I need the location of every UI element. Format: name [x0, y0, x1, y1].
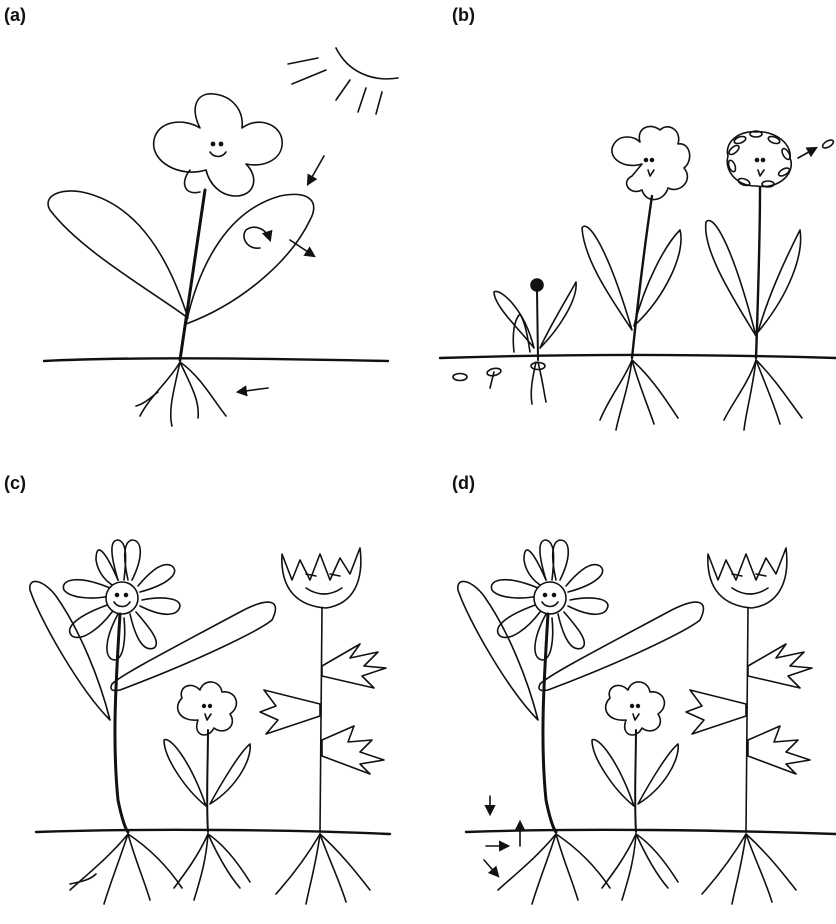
- flowering-plant: [582, 126, 690, 430]
- right-leaf: [186, 194, 314, 324]
- ground-line: [440, 355, 836, 358]
- light-arrow-icon: [308, 156, 324, 184]
- ground-line: [466, 830, 836, 834]
- soil-arrows: [484, 796, 520, 876]
- panel-a-drawing: [44, 48, 398, 426]
- seedling: [494, 279, 576, 404]
- sun-icon: [288, 48, 398, 114]
- diagonal-arrow-icon: [484, 860, 498, 876]
- ground-line: [36, 830, 390, 834]
- panel-d-drawing: [458, 540, 836, 904]
- tulip-plant: [686, 548, 812, 904]
- seeding-plant: [706, 131, 835, 430]
- tulip-plant: [260, 548, 386, 904]
- small-flower-plant: [164, 682, 250, 900]
- daisy-plant: [30, 540, 276, 904]
- daisy-plant: [458, 540, 704, 904]
- uptake-arrow-icon: [238, 388, 268, 392]
- roots: [136, 362, 226, 426]
- outward-arrow-icon: [290, 240, 314, 256]
- ground-line: [44, 358, 388, 361]
- panel-b-drawing: [440, 126, 836, 430]
- flower-head: [154, 94, 283, 196]
- left-leaf: [48, 191, 188, 318]
- panel-c-drawing: [30, 540, 390, 904]
- dispersal-arrow-icon: [798, 148, 816, 158]
- small-flower-plant: [592, 682, 678, 900]
- cycle-arrow-icon: [244, 227, 270, 248]
